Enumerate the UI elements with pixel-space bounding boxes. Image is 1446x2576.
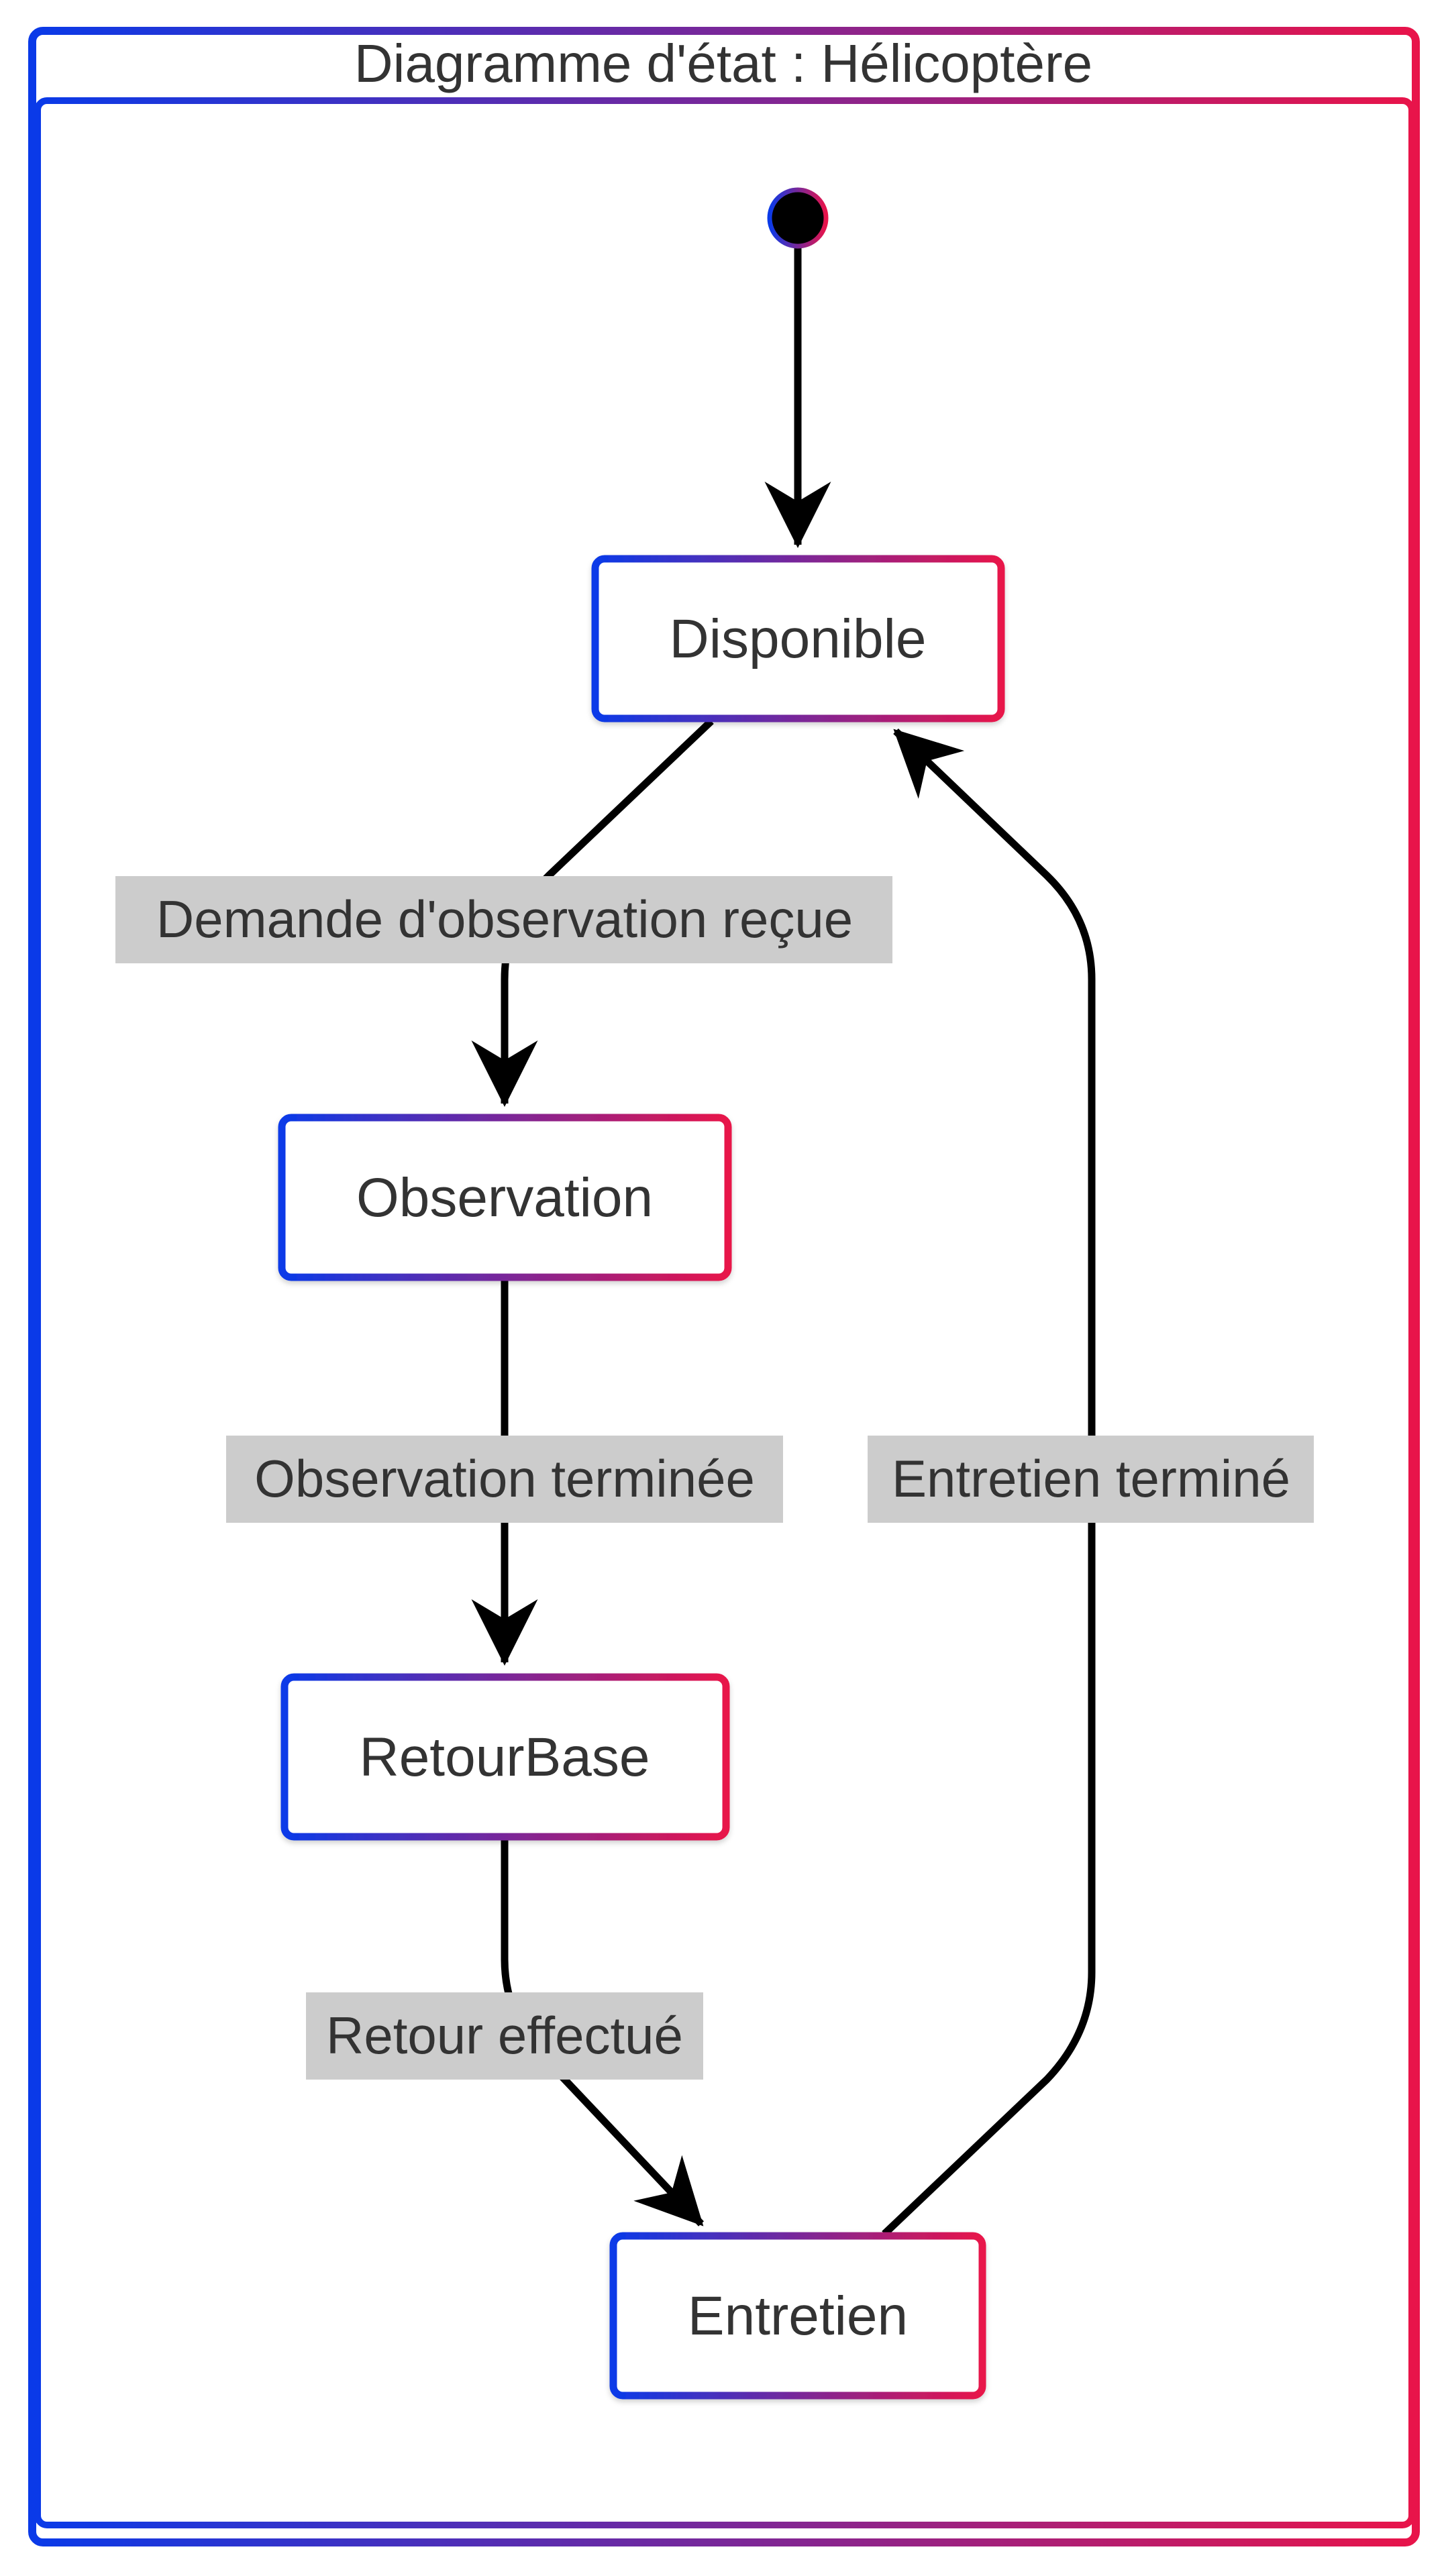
state-box-entretien	[609, 2232, 986, 2400]
state-observation: Observation	[278, 1114, 732, 1281]
label-bg-entretien-termine	[868, 1436, 1314, 1523]
state-label-observation: Observation	[356, 1167, 653, 1228]
transition-label-entretien-termine: Entretien terminé	[892, 1449, 1290, 1508]
transition-label-observation-terminee: Observation terminée	[254, 1449, 755, 1508]
state-retourbase: RetourBase	[280, 1673, 730, 1841]
frame-border	[28, 27, 1420, 2546]
label-bg-observation-terminee	[226, 1436, 783, 1523]
state-box-disponible	[591, 555, 1005, 722]
label-bg-demande	[115, 876, 892, 963]
label-bg-retour-effectue	[306, 1992, 703, 2080]
transition-label-demande: Demande d'observation reçue	[156, 890, 853, 949]
frame-inner-border	[34, 97, 1415, 2528]
states: Disponible Observation RetourBase Entret…	[278, 555, 1005, 2400]
state-disponible: Disponible	[591, 555, 1005, 722]
state-box-observation	[278, 1114, 732, 1281]
state-label-retourbase: RetourBase	[359, 1727, 650, 1788]
diagram-title: Diagramme d'état : Hélicoptère	[354, 34, 1092, 93]
transition-label-retour-effectue: Retour effectué	[326, 2006, 683, 2065]
state-entretien: Entretien	[609, 2232, 986, 2400]
diagram-frame: Diagramme d'état : Hélicoptère	[28, 27, 1420, 2546]
state-label-entretien: Entretien	[688, 2286, 908, 2347]
transition-labels: Demande d'observation reçue Observation …	[115, 876, 1314, 2080]
state-label-disponible: Disponible	[670, 608, 927, 669]
state-box-retourbase	[280, 1673, 730, 1841]
initial-state-node	[767, 187, 829, 249]
